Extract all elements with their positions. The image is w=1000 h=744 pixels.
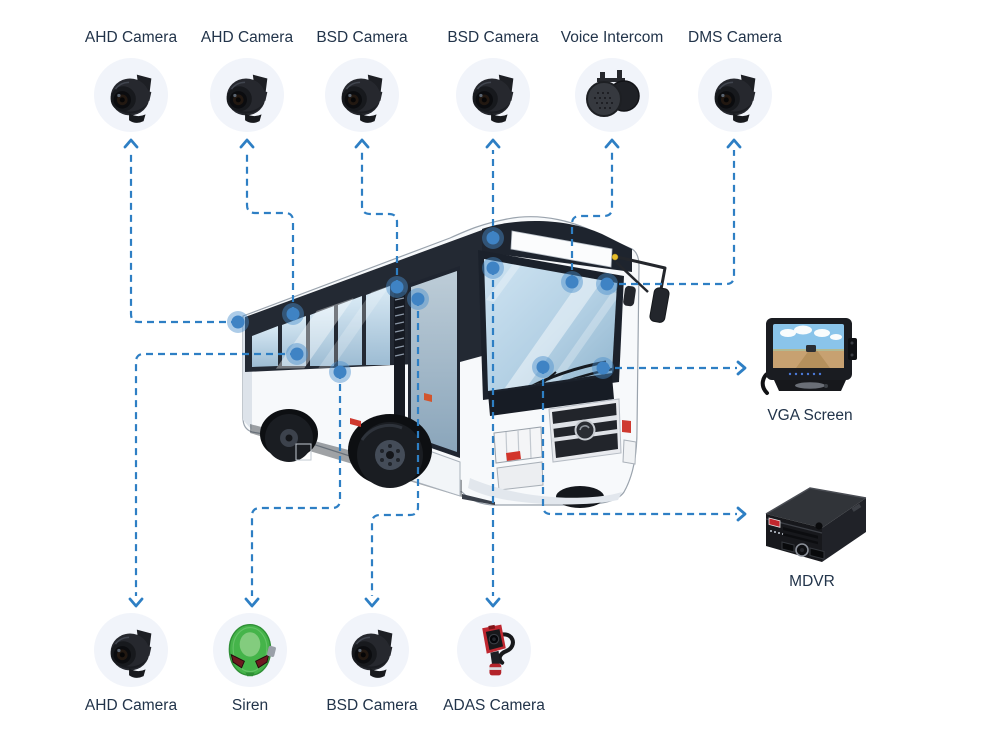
camera-position-dot [286,343,308,365]
camera-position-dot [482,257,504,279]
camera-position-dot [561,271,583,293]
device-bsd-camera-top-1: BSD Camera [300,28,424,132]
adas-camera-icon [465,621,523,679]
device-circle [94,613,168,687]
camera-position-dot [407,288,429,310]
mdvr-box-icon [752,470,872,566]
connector-dms-camera [607,150,736,286]
siren-icon [220,620,280,680]
dome-camera-icon [341,619,403,681]
connector-lines [129,150,737,596]
camera-position-dots [227,227,618,383]
camera-position-dot [227,311,249,333]
device-circle [457,613,531,687]
device-circle [335,613,409,687]
device-label: AHD Camera [84,697,178,714]
connector-ahd-top-1 [129,150,238,324]
device-label: VGA Screen [767,407,853,424]
connector-siren [250,372,342,596]
camera-position-dot [386,276,408,298]
device-label: Siren [231,697,269,714]
device-ahd-camera-bottom: AHD Camera [69,613,193,716]
bus-illustration [242,216,670,508]
device-circle [698,58,772,132]
device-circle [210,58,284,132]
connector-ahd-top-2 [245,150,295,314]
device-circle [575,58,649,132]
camera-position-dot [482,227,504,249]
device-ahd-camera-top-2: AHD Camera [185,28,309,132]
device-bsd-camera-bottom: BSD Camera [310,613,434,716]
camera-position-dot [596,273,618,295]
device-siren: Siren [188,613,312,716]
dome-camera-icon [216,64,278,126]
dome-camera-icon [100,64,162,126]
device-bsd-camera-top-2: BSD Camera [431,28,555,132]
device-label: BSD Camera [316,29,408,46]
connector-voice-intercom [570,150,614,282]
device-mdvr: MDVR [750,470,874,592]
device-label: BSD Camera [326,697,418,714]
device-circle [213,613,287,687]
dome-camera-icon [331,64,393,126]
connector-bsd-top-1 [360,150,399,287]
camera-position-dot [532,356,554,378]
device-voice-intercom: Voice Intercom [550,28,674,132]
device-circle [325,58,399,132]
dome-camera-icon [100,619,162,681]
dome-camera-icon [704,64,766,126]
device-label: MDVR [789,573,835,590]
camera-position-dot [282,303,304,325]
device-ahd-camera-top-1: AHD Camera [69,28,193,132]
dome-camera-icon [462,64,524,126]
device-label: Voice Intercom [560,29,664,46]
camera-position-dot [329,361,351,383]
device-circle [456,58,530,132]
device-label: ADAS Camera [443,697,545,714]
device-circle [94,58,168,132]
connector-mdvr [541,367,737,516]
device-label: BSD Camera [447,29,539,46]
device-vga-screen: VGA Screen [748,316,872,426]
camera-position-dot [592,357,614,379]
voice-intercom-icon [580,63,644,127]
device-label: DMS Camera [688,29,782,46]
device-label: AHD Camera [84,29,178,46]
device-adas-camera: ADAS Camera [432,613,556,716]
connector-bsd-bottom [370,299,420,596]
connector-ahd-bottom [134,352,297,596]
device-label: AHD Camera [200,29,294,46]
device-dms-camera: DMS Camera [673,28,797,132]
vga-monitor-icon [760,316,860,400]
connector-arrowheads [123,138,747,608]
